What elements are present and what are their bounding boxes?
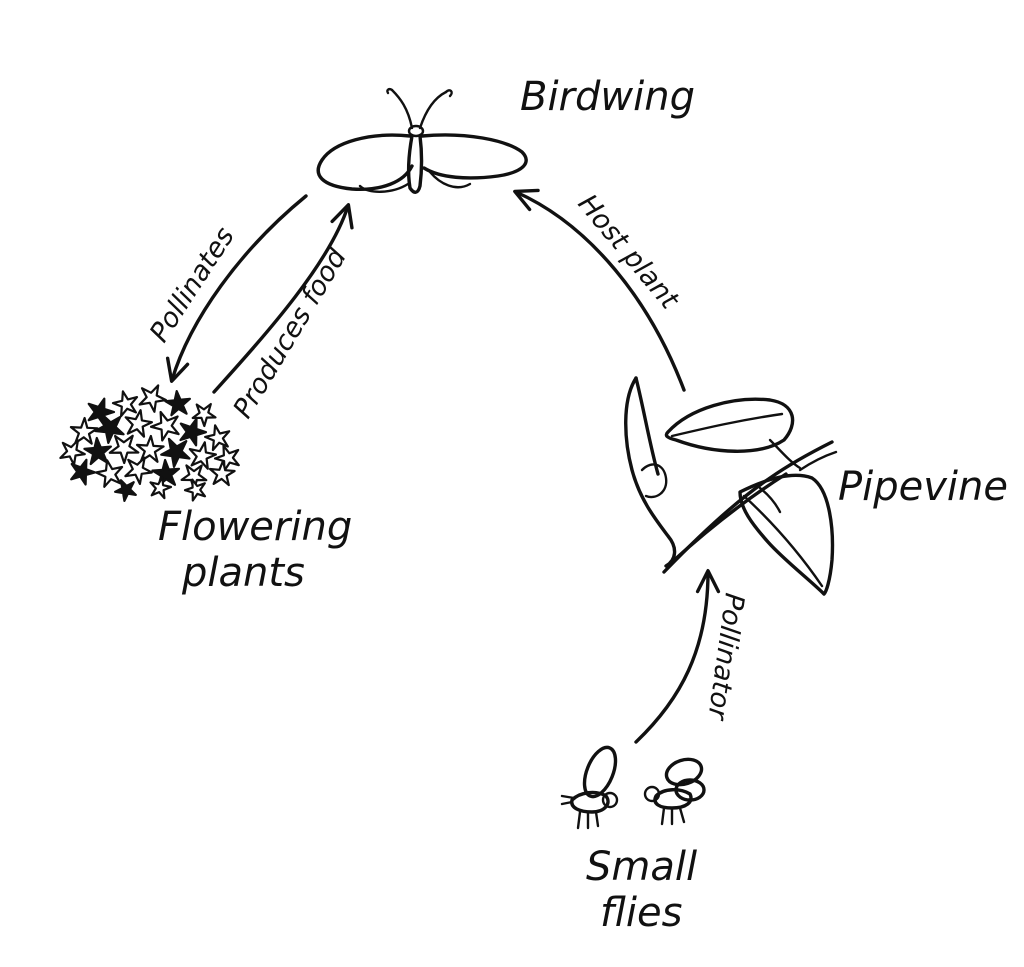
pipevine-illustration [624,376,838,596]
flower-star [149,410,180,442]
pollinates-arrow [165,194,308,383]
flowering-plants-illustration [59,384,240,502]
small-flies-label: Small flies [586,844,697,936]
flowering-plants-label-line2: plants [181,550,305,596]
edge-pollinator: Pollinator [634,569,750,744]
flower-star [94,413,125,444]
flower-star [111,390,139,418]
flower-star [69,416,99,445]
host-plant-label: Host plant [572,189,686,316]
flower-star [114,479,137,502]
flower-star [179,417,208,447]
flower-star [124,409,153,438]
flower-star [191,403,217,428]
small-flies-label-line1: Small [586,844,697,890]
pollinator-label: Pollinator [701,591,750,723]
produces-food-arrow [212,203,354,394]
flower-star [208,459,236,487]
pipevine-label: Pipevine [838,464,1008,510]
birdwing-illustration [316,88,528,194]
flower-star [183,478,207,502]
small-flies-illustration [560,745,706,830]
flower-star [70,458,97,486]
flower-star [108,434,140,465]
flower-star [164,390,191,417]
flower-star [138,384,167,413]
flower-star [149,476,173,500]
flower-star [213,444,240,472]
birdwing-label: Birdwing [520,74,695,120]
produces-food-label: Produces food [227,242,353,423]
flower-star [204,424,231,452]
pollinator-arrow [634,569,721,744]
edge-host-plant: Host plant [513,188,686,392]
flower-star [95,459,124,488]
flower-star [135,434,165,463]
flower-star [160,437,191,468]
flowering-plants-label-line1: Flowering [158,504,352,550]
flower-star [151,458,181,487]
flower-star [188,441,217,470]
flower-star [83,436,112,466]
host-plant-arrow [513,188,686,392]
flower-star [124,456,153,485]
flowering-plants-label: Flowering plants [158,504,352,596]
flower-star [59,439,86,466]
small-flies-label-line2: flies [600,890,682,936]
